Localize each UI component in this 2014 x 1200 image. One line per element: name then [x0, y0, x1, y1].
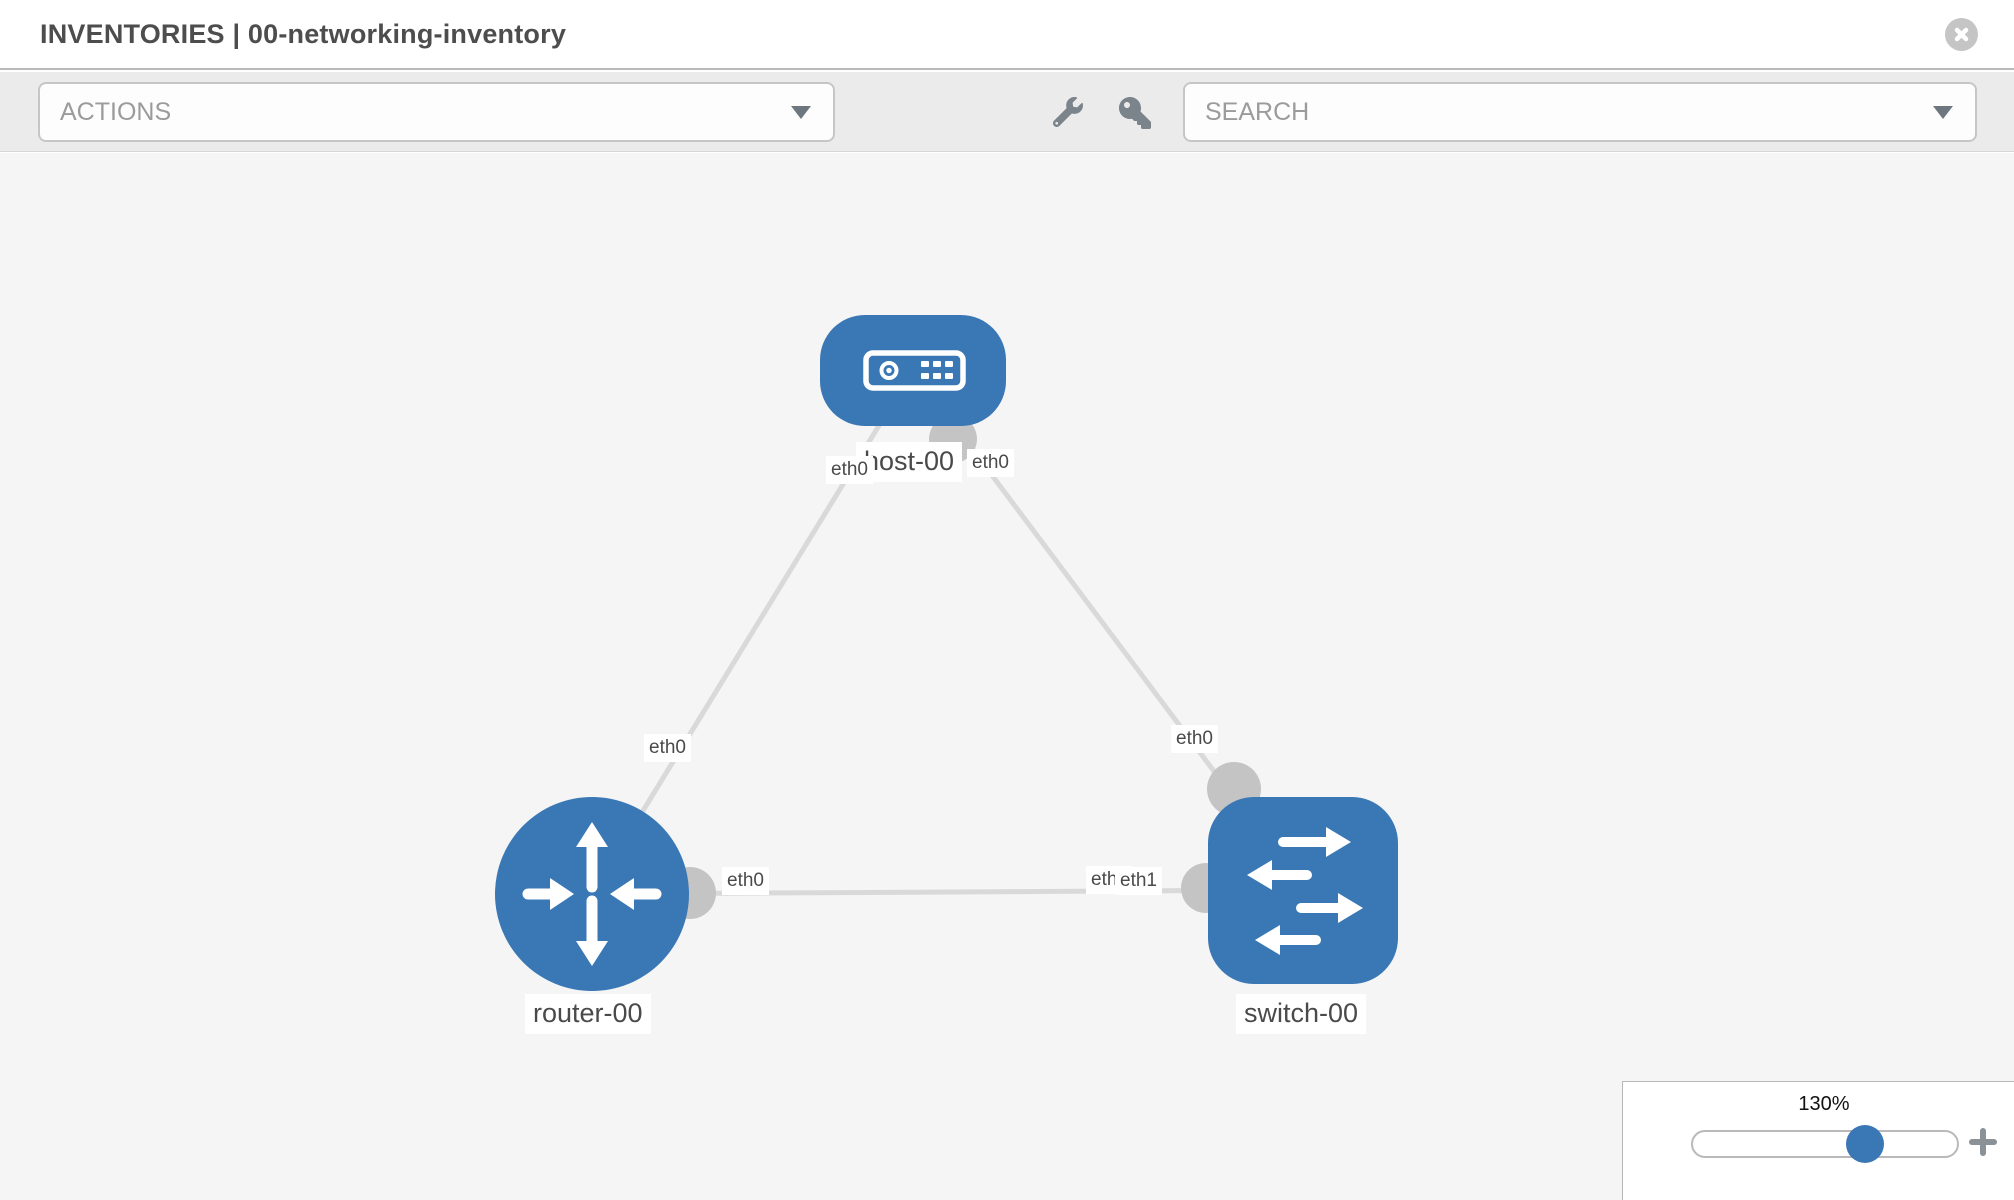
node-label-host: host-00 [856, 442, 963, 482]
wrench-icon [1052, 96, 1083, 128]
actions-dropdown-label: ACTIONS [60, 97, 172, 126]
page-title: INVENTORIES | 00-networking-inventory [40, 18, 567, 49]
search-dropdown[interactable]: SEARCH [1183, 82, 1977, 142]
node-label-router: router-00 [525, 994, 651, 1034]
key-icon [1119, 97, 1151, 129]
close-button[interactable] [1945, 17, 1978, 51]
interface-label-router-eth0-uplink: eth0 [644, 734, 691, 762]
interface-label-switch-eth0: eth0 [1171, 725, 1218, 753]
search-dropdown-label: SEARCH [1205, 97, 1310, 126]
zoom-level-label: 130% [1798, 1093, 1850, 1115]
interface-label-switch-eth1: eth1 [1115, 867, 1162, 895]
credentials-button[interactable] [1119, 97, 1151, 129]
node-switch-00[interactable] [1208, 797, 1398, 984]
zoom-slider-handle[interactable] [1846, 1125, 1884, 1163]
toolbar: ACTIONS SEARCH [0, 72, 2014, 152]
close-icon [1954, 27, 1969, 41]
host-icon [863, 350, 966, 391]
interface-dots [664, 415, 1261, 919]
chevron-down-icon [791, 106, 811, 119]
interface-label-host-eth0-right: eth0 [967, 449, 1014, 477]
switch-icon [1247, 827, 1363, 955]
chevron-down-icon [1933, 106, 1953, 119]
interface-label-router-eth0: eth0 [722, 867, 769, 895]
header: INVENTORIES | 00-networking-inventory [0, 0, 2014, 70]
tools-button[interactable] [1052, 96, 1084, 129]
node-host-00[interactable] [820, 315, 1006, 426]
actions-dropdown[interactable]: ACTIONS [38, 82, 835, 142]
node-label-switch: switch-00 [1236, 994, 1367, 1034]
zoom-slider-track[interactable] [1691, 1130, 1959, 1158]
topology-canvas[interactable]: host-00 eth0 eth0 eth0 eth0 eth1 eth1 et… [0, 153, 2014, 1200]
topology-svg [495, 315, 1398, 991]
router-icon [522, 822, 662, 966]
node-router-00[interactable] [495, 797, 689, 991]
interface-label-host-eth0-left: eth0 [826, 456, 873, 484]
zoom-panel: 130% [1622, 1081, 2014, 1200]
